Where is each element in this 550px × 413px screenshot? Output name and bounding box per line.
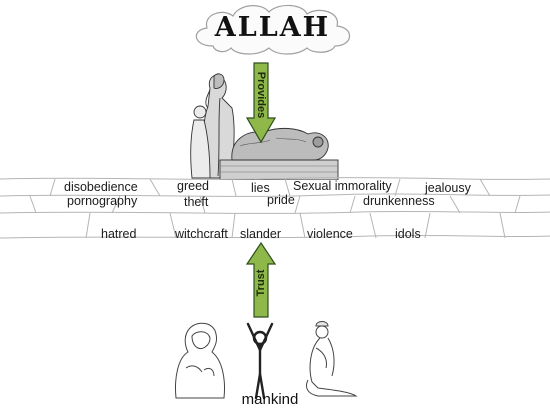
trust-label: Trust [255, 269, 267, 297]
sin-label: pornography [67, 194, 138, 208]
trust-arrow [246, 242, 276, 318]
sin-label: idols [395, 227, 421, 241]
mankind-label: mankind [241, 391, 299, 408]
sin-label: disobedience [64, 180, 138, 194]
sin-label: slander [240, 227, 281, 241]
sin-label: lies [251, 181, 270, 195]
sin-label: jealousy [425, 181, 471, 195]
person-arms-raised-icon [246, 322, 274, 400]
veiled-woman-praying-icon [175, 322, 225, 399]
people-group [175, 321, 358, 400]
sin-label: Sexual immorality [293, 179, 392, 193]
provides-arrow [246, 62, 276, 144]
sin-label: theft [184, 195, 209, 209]
sin-label: drunkenness [363, 194, 435, 208]
diagram-title: ALLAH [214, 12, 331, 43]
sin-label: violence [307, 227, 353, 241]
sacrifice-scene-illustration [190, 73, 339, 180]
kneeling-man-praying-icon [305, 321, 358, 397]
stone-wall [0, 177, 550, 239]
sin-label: hatred [101, 227, 137, 241]
cloud-icon [195, 4, 351, 55]
sin-label: greed [177, 179, 209, 193]
provides-label: Provides [255, 71, 267, 119]
sin-label: witchcraft [175, 227, 228, 241]
sin-label: pride [267, 193, 295, 207]
